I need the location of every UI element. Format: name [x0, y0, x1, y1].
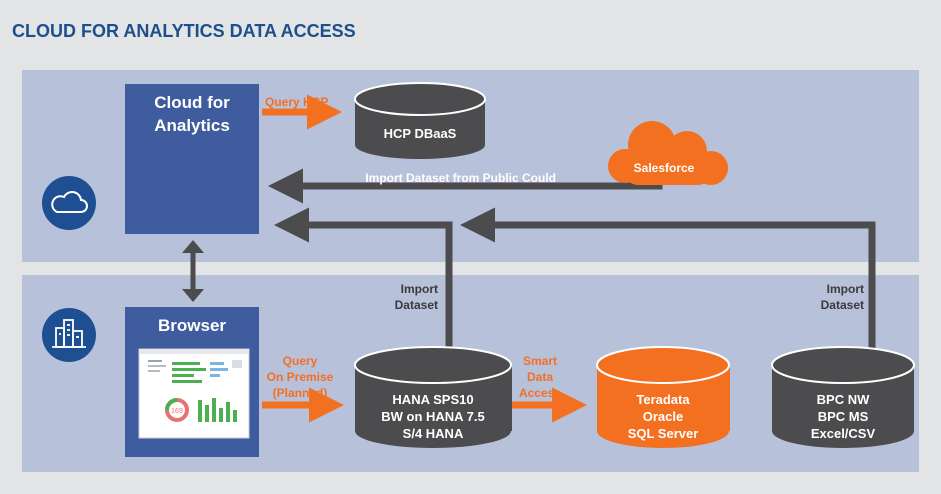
hana-line3: S/4 HANA: [403, 426, 464, 441]
teradata-line3: SQL Server: [628, 426, 699, 441]
hcp-dbaas-database: [354, 82, 486, 159]
query-on-premise-line2: On Premise: [267, 370, 334, 384]
cloud-for-analytics-box: [125, 84, 259, 234]
bpc-line3: Excel/CSV: [811, 426, 876, 441]
import-dataset-right-line2: Dataset: [821, 298, 864, 312]
cloud-for-analytics-line1: Cloud for: [154, 93, 230, 112]
teradata-line1: Teradata: [636, 392, 690, 407]
hana-line1: HANA SPS10: [392, 392, 473, 407]
query-on-premise-line3: (Planned): [273, 386, 328, 400]
dashboard-thumbnail-icon: 169: [138, 348, 250, 439]
import-dataset-left-line1: Import: [401, 282, 438, 296]
hana-database: [354, 346, 512, 448]
browser-cloud-link-arrow: [182, 240, 204, 302]
teradata-line2: Oracle: [643, 409, 683, 424]
bpc-line1: BPC NW: [817, 392, 870, 407]
buildings-icon: [42, 308, 96, 362]
query-hcp-label: Query HCP: [265, 95, 328, 109]
hana-line2: BW on HANA 7.5: [381, 409, 485, 424]
smart-data-access-line1: Smart: [523, 354, 557, 368]
salesforce-label: Salesforce: [634, 161, 695, 175]
salesforce-cloud-icon: [608, 121, 728, 185]
import-dataset-right-line1: Import: [827, 282, 864, 296]
import-dataset-hana-arrow: [274, 207, 453, 355]
smart-data-access-line2: Data: [527, 370, 553, 384]
hcp-dbaas-label: HCP DBaaS: [384, 126, 457, 141]
gauge-value: 169: [171, 408, 183, 415]
teradata-database: [596, 346, 730, 448]
import-dataset-left-line2: Dataset: [395, 298, 438, 312]
bpc-line2: BPC MS: [818, 409, 869, 424]
browser-title: Browser: [158, 316, 226, 335]
bpc-database: [771, 346, 915, 448]
page-title: CLOUD FOR ANALYTICS DATA ACCESS: [12, 21, 356, 41]
smart-data-access-line3: Access: [519, 386, 561, 400]
cloud-icon: [42, 176, 96, 230]
import-public-cloud-label: Import Dataset from Public Could: [365, 171, 556, 185]
cloud-for-analytics-line2: Analytics: [154, 116, 230, 135]
import-dataset-bpc-arrow: [460, 207, 876, 355]
query-on-premise-line1: Query: [283, 354, 318, 368]
